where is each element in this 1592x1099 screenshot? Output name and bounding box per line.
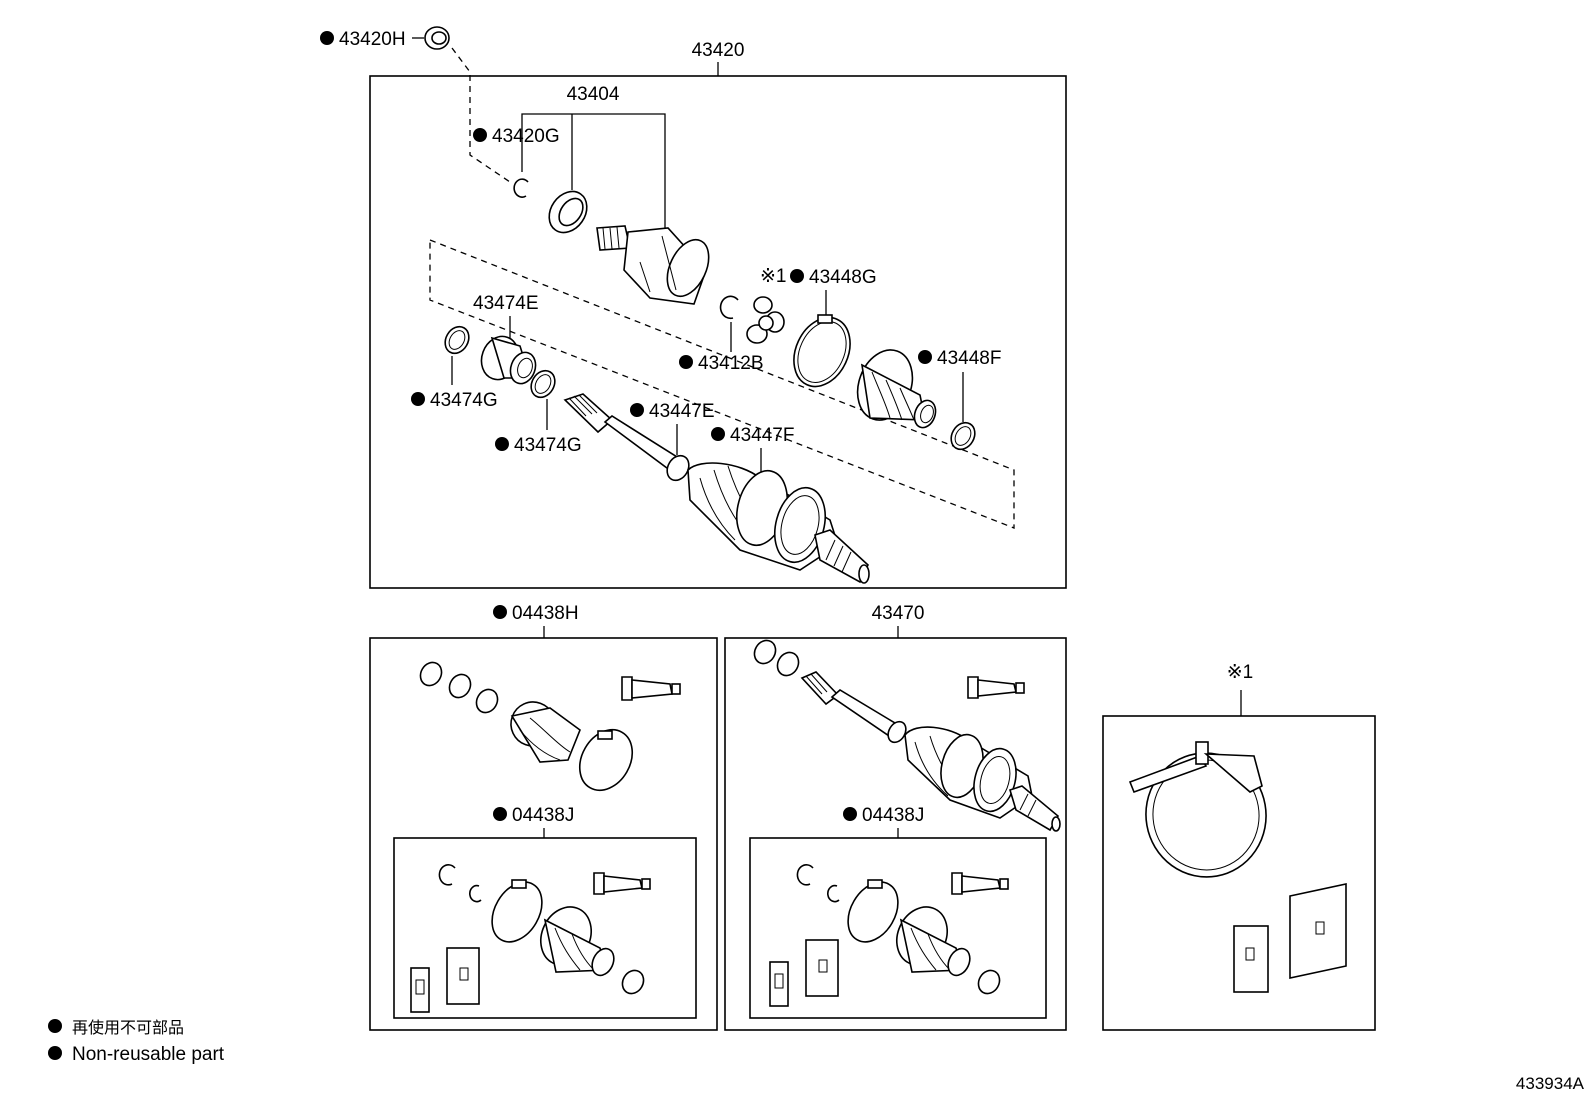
non-reusable-dot bbox=[843, 807, 857, 821]
callout-43448G[interactable]: 43448G bbox=[809, 267, 877, 288]
clamp-kit-box bbox=[1102, 715, 1376, 1031]
legend-text-en: Non-reusable part bbox=[72, 1044, 225, 1065]
drive-shaft-assembly bbox=[563, 393, 870, 584]
non-reusable-dot bbox=[630, 403, 644, 417]
boot-kit-04438J-left-parts bbox=[410, 864, 651, 1013]
callout-04438J-b[interactable]: 04438J bbox=[862, 805, 924, 826]
callout-04438J-a[interactable]: 04438J bbox=[512, 805, 574, 826]
boot-clamp-43448F bbox=[950, 421, 976, 451]
callout-43474G-a[interactable]: 43474G bbox=[430, 390, 498, 411]
callout-43404[interactable]: 43404 bbox=[567, 84, 620, 105]
note-mark-1: ※1 bbox=[1227, 662, 1254, 683]
inboard-boot bbox=[856, 349, 937, 429]
instruction-labels bbox=[1233, 883, 1347, 993]
legend-dot-icon bbox=[48, 1046, 62, 1060]
callout-43420H[interactable]: 43420H bbox=[339, 29, 406, 50]
callout-43448F[interactable]: 43448F bbox=[937, 348, 1001, 369]
legend-dot-icon bbox=[48, 1019, 62, 1033]
non-reusable-dot bbox=[473, 128, 487, 142]
damper-43474E bbox=[480, 335, 537, 385]
boot-kit-04438J-right-parts bbox=[769, 864, 1009, 1007]
kit-box-04438J-left bbox=[393, 837, 697, 1019]
boot-clamp-43448G bbox=[793, 314, 851, 388]
non-reusable-dot bbox=[495, 437, 509, 451]
legend-text-jp: 再使用不可部品 bbox=[72, 1018, 184, 1037]
oil-seal bbox=[548, 190, 588, 234]
callout-43412B[interactable]: 43412B bbox=[698, 353, 764, 374]
callout-43470[interactable]: 43470 bbox=[872, 603, 925, 624]
non-reusable-dot bbox=[679, 355, 693, 369]
kit-box-04438H bbox=[369, 637, 718, 1031]
boot-band-clamp bbox=[1128, 741, 1267, 878]
drive-shaft-43470-parts bbox=[753, 639, 1061, 832]
non-reusable-dot bbox=[411, 392, 425, 406]
kit-box-04438J-right bbox=[749, 837, 1047, 1019]
non-reusable-dot bbox=[790, 269, 804, 283]
snap-ring-43412B bbox=[719, 295, 739, 320]
non-reusable-dot bbox=[493, 605, 507, 619]
callout-43474G-b[interactable]: 43474G bbox=[514, 435, 582, 456]
non-reusable-dot bbox=[711, 427, 725, 441]
callout-43447E[interactable]: 43447E bbox=[649, 401, 715, 422]
callout-43420G[interactable]: 43420G bbox=[492, 126, 560, 147]
boot-kit-04438H-parts bbox=[419, 661, 681, 791]
seal-43420H bbox=[424, 26, 450, 50]
non-reusable-dot bbox=[918, 350, 932, 364]
callout-43447F[interactable]: 43447F bbox=[730, 425, 794, 446]
diagram-id: 433934A bbox=[1516, 1074, 1585, 1093]
non-reusable-dot bbox=[320, 31, 334, 45]
snap-ring-43420G bbox=[513, 178, 529, 198]
clamp-43474G-left bbox=[444, 325, 470, 355]
inboard-joint-housing bbox=[596, 225, 710, 305]
assembly-box-43470 bbox=[724, 637, 1067, 1031]
callout-43474E[interactable]: 43474E bbox=[473, 293, 539, 314]
callout-04438H[interactable]: 04438H bbox=[512, 603, 579, 624]
non-reusable-dot bbox=[493, 807, 507, 821]
callout-43420[interactable]: 43420 bbox=[692, 40, 745, 61]
note-mark-1: ※1 bbox=[760, 266, 787, 287]
clamp-43474G-right bbox=[530, 369, 556, 399]
tripod-spider bbox=[746, 296, 785, 344]
